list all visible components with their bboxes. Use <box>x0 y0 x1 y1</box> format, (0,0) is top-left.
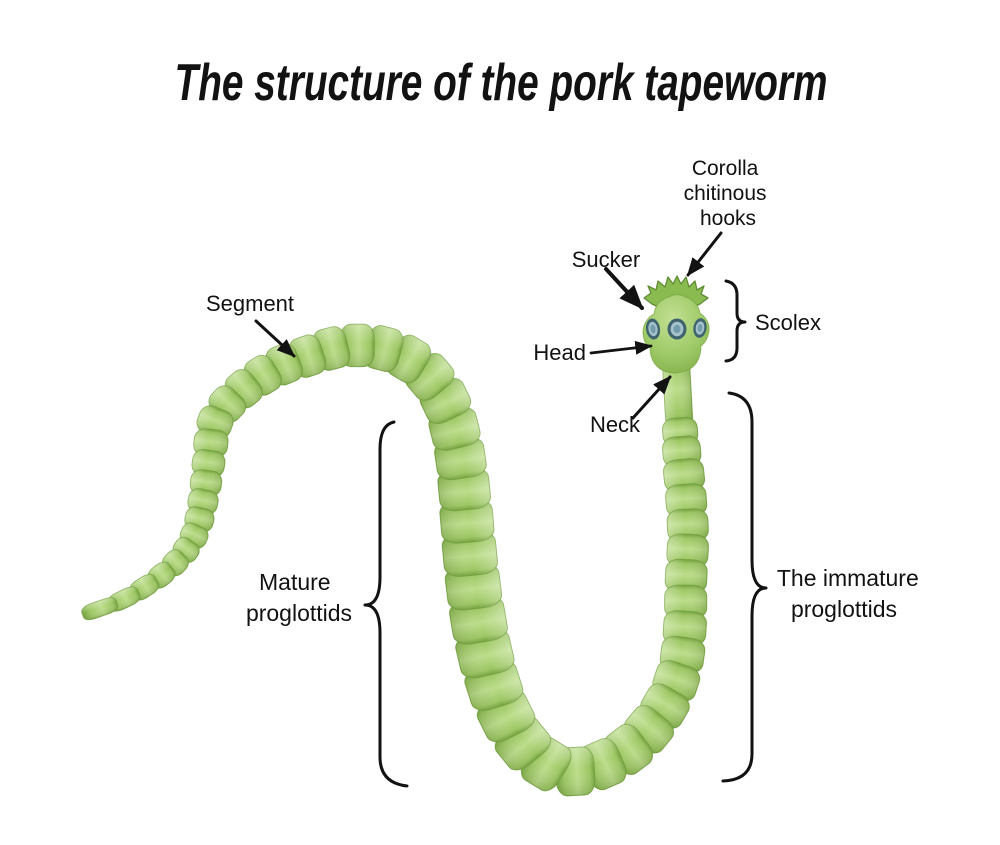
scolex-brace <box>724 279 747 363</box>
tapeworm-segment <box>81 597 119 621</box>
head-label: Head <box>533 340 586 365</box>
immature-proglottids-brace <box>721 391 768 783</box>
sucker-left-icon <box>645 318 661 340</box>
sucker-arrow <box>604 267 644 310</box>
diagram-title: The structure of the pork tapeworm <box>175 54 828 112</box>
immature-proglottids-label: The immature proglottids <box>777 565 925 622</box>
corolla-label: Corolla chitinous hooks <box>684 157 773 230</box>
tapeworm-segment <box>662 354 694 432</box>
neck-label: Neck <box>590 412 641 437</box>
tapeworm-body <box>81 323 709 797</box>
tapeworm-head <box>642 275 710 374</box>
segment-label: Segment <box>206 291 294 316</box>
head-arrow <box>589 340 653 355</box>
scolex-label: Scolex <box>755 310 821 335</box>
sucker-right-icon <box>693 318 707 338</box>
sucker-label: Sucker <box>572 247 640 272</box>
sucker-center-icon <box>667 318 687 340</box>
segment-arrow <box>254 319 296 358</box>
mature-proglottids-brace <box>363 420 409 788</box>
neck-arrow <box>631 375 672 420</box>
mature-proglottids-label: Mature proglottids <box>246 569 352 626</box>
corolla-arrow <box>686 231 723 277</box>
